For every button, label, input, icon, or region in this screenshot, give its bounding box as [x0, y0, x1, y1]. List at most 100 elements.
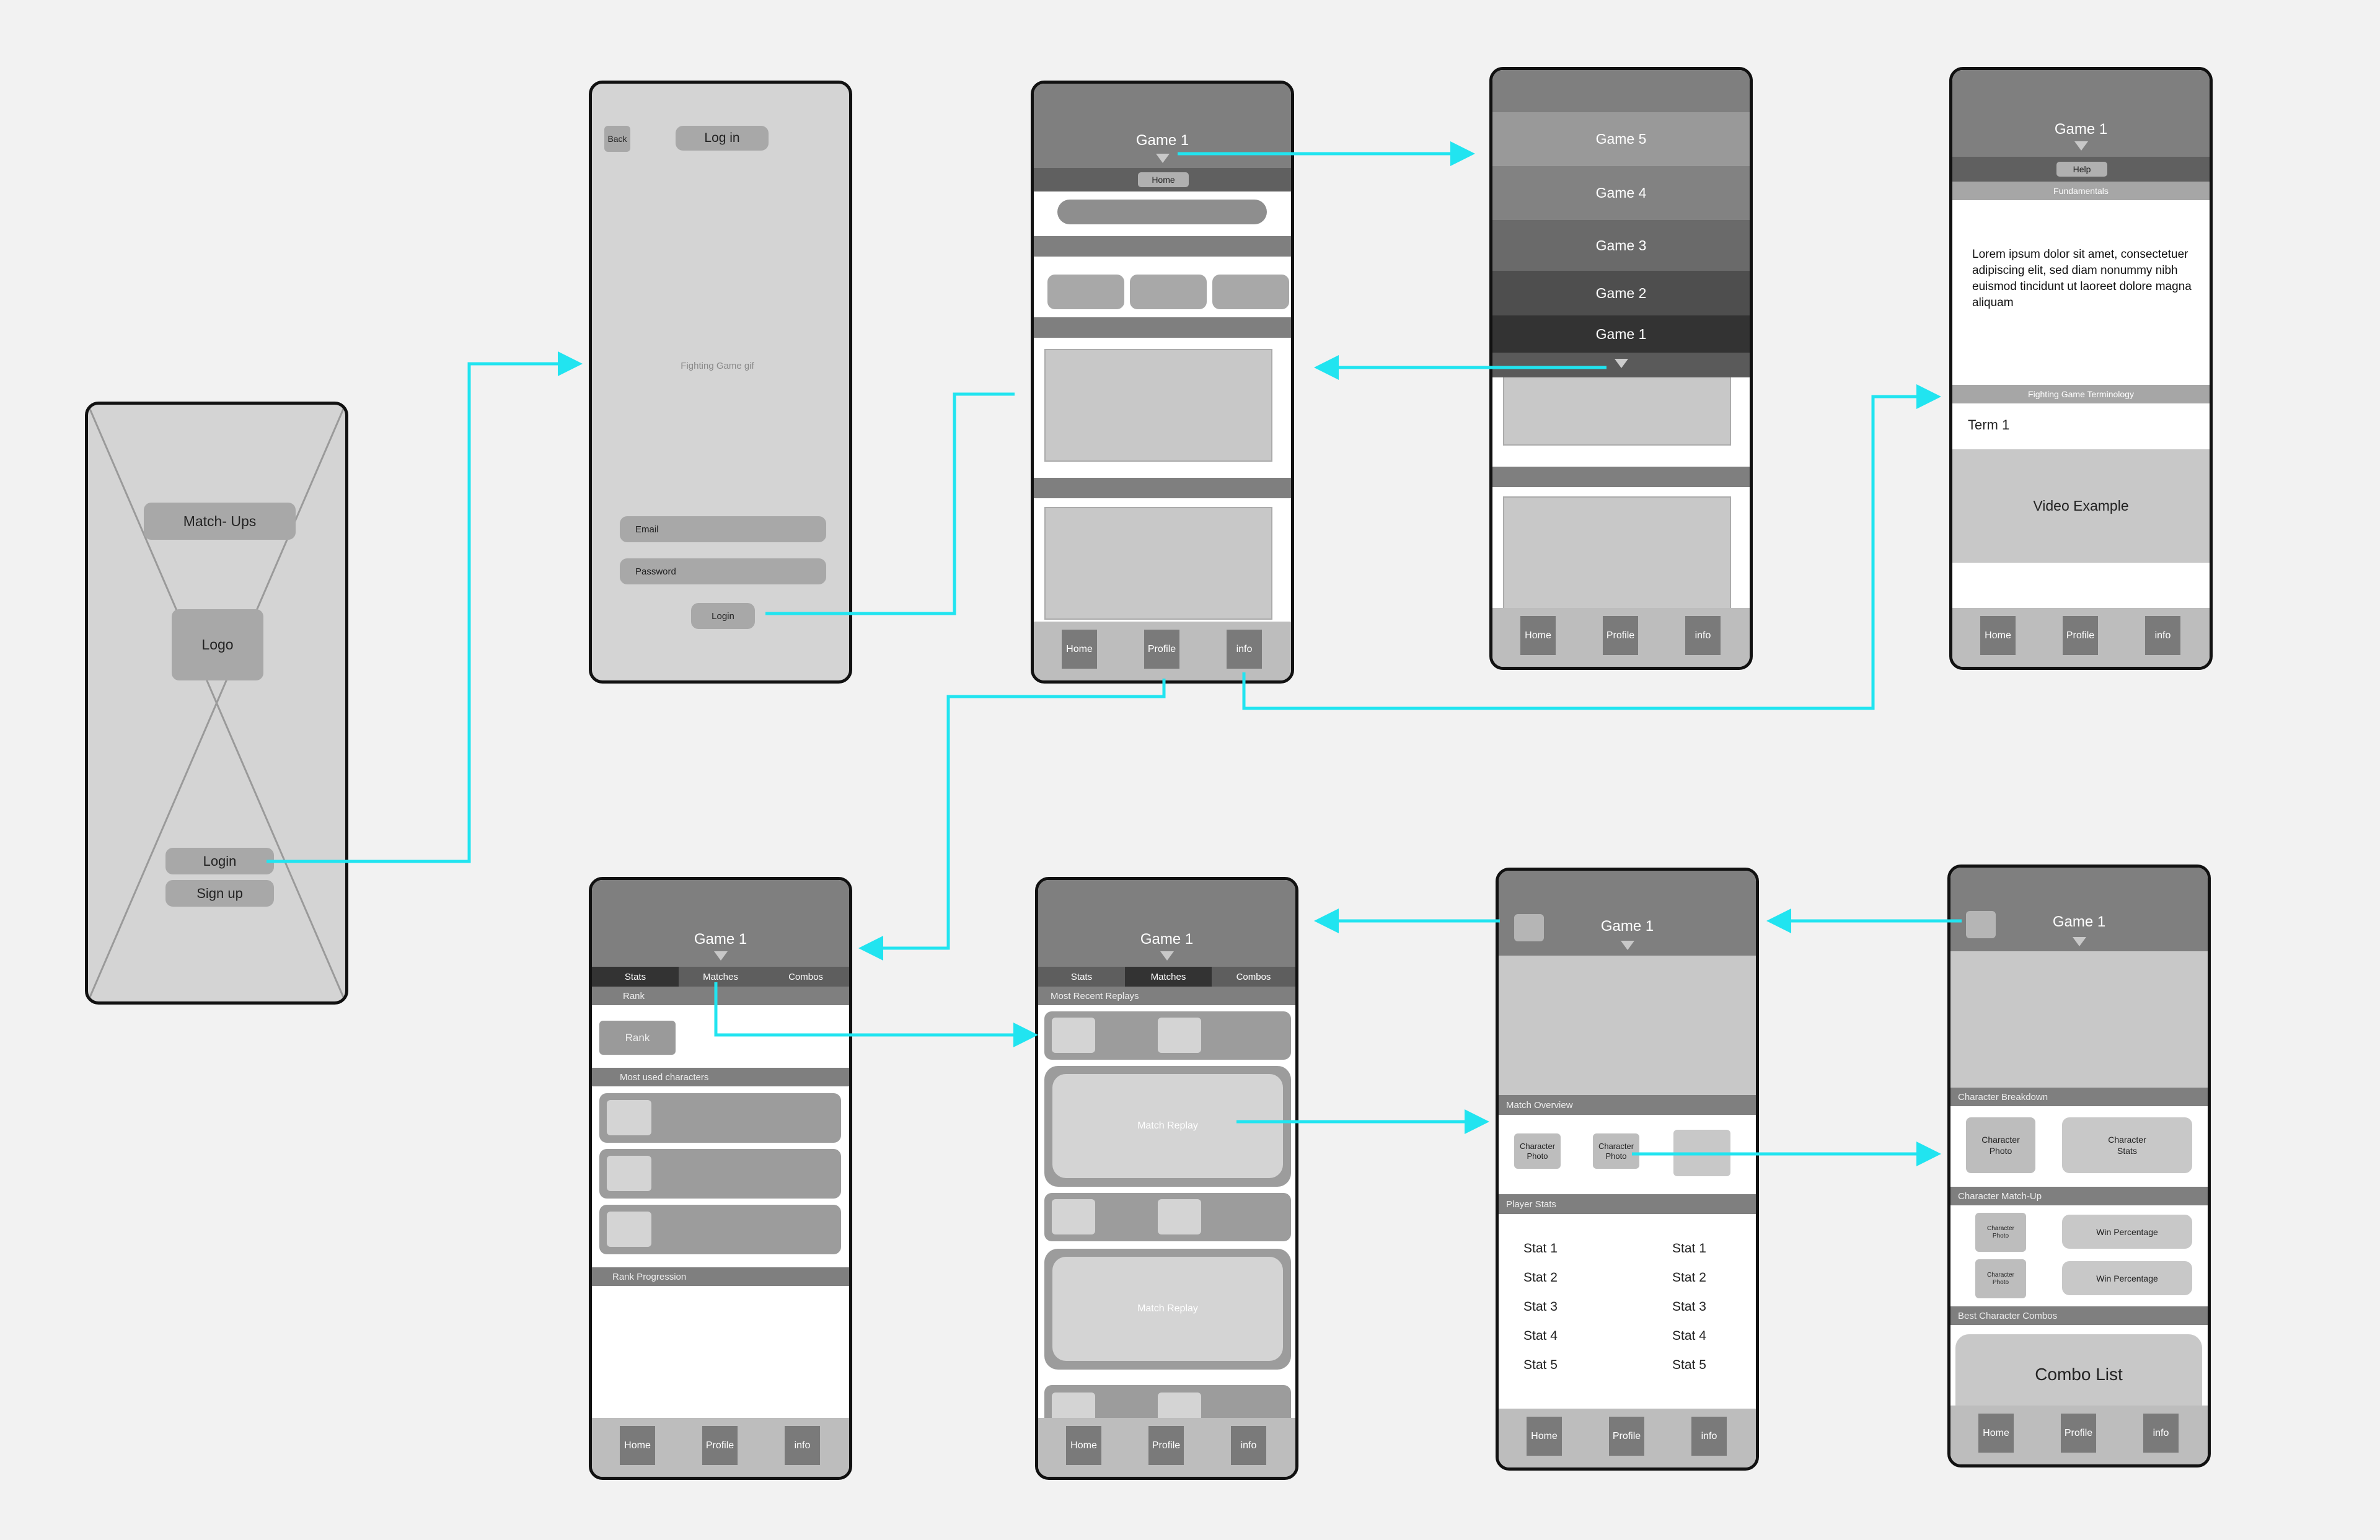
match-replay-video[interactable]: Match Replay	[1052, 1257, 1283, 1361]
matchup-photo-1[interactable]: Character Photo	[1975, 1213, 2026, 1252]
character-photo-2[interactable]: Character Photo	[1593, 1133, 1639, 1169]
matchups-title: Match- Ups	[144, 503, 296, 540]
game-option-1[interactable]: Game 1	[1492, 315, 1750, 353]
tab-matches[interactable]: Matches	[679, 967, 762, 987]
combo-list[interactable]: Combo List	[1955, 1334, 2202, 1415]
nav-info-button[interactable]: info	[785, 1426, 820, 1465]
character-photo-3[interactable]	[1673, 1130, 1730, 1176]
combos-bar: Best Character Combos	[1950, 1306, 2208, 1325]
nav-info-button[interactable]: info	[1691, 1417, 1727, 1456]
nav-info-button[interactable]: info	[2143, 1414, 2179, 1453]
match-row[interactable]	[1044, 1193, 1291, 1241]
nav-home-button[interactable]: Home	[1527, 1417, 1562, 1456]
nav-home-button[interactable]: Home	[1062, 630, 1097, 669]
login-submit-button[interactable]: Login	[691, 603, 755, 629]
game-title[interactable]: Game 1	[2052, 913, 2106, 930]
nav-info-button[interactable]: info	[1685, 616, 1721, 655]
game-title[interactable]: Game 1	[1140, 931, 1194, 948]
nav-home-button[interactable]: Home	[1980, 616, 2016, 655]
game-option-2[interactable]: Game 2	[1492, 271, 1750, 315]
section-divider	[1034, 236, 1291, 257]
tab-combos[interactable]: Combos	[762, 967, 849, 987]
tab-stats[interactable]: Stats	[1038, 967, 1125, 987]
nav-profile-button[interactable]: Profile	[1609, 1417, 1644, 1456]
game-title[interactable]: Game 1	[1600, 918, 1654, 935]
nav-info-button[interactable]: info	[1231, 1426, 1266, 1465]
back-button[interactable]: Back	[604, 126, 630, 152]
email-field[interactable]: Email	[620, 516, 826, 542]
nav-profile-button[interactable]: Profile	[2063, 616, 2098, 655]
character-photo[interactable]: Character Photo	[1966, 1117, 2035, 1173]
dropdown-icon[interactable]	[1156, 154, 1170, 163]
tab-combos[interactable]: Combos	[1212, 967, 1295, 987]
player-thumb	[1052, 1199, 1095, 1234]
stat-right-4: Stat 4	[1672, 1329, 1706, 1343]
character-photo-1[interactable]: Character Photo	[1514, 1133, 1561, 1169]
character-thumb	[607, 1100, 651, 1135]
replay-card[interactable]: Match Replay	[1044, 1066, 1291, 1187]
match-replay-video[interactable]: Match Replay	[1052, 1074, 1283, 1178]
tab-matches[interactable]: Matches	[1125, 967, 1212, 987]
back-button[interactable]	[1514, 914, 1544, 941]
match-row[interactable]	[1044, 1011, 1291, 1060]
game-title[interactable]: Game 1	[694, 931, 747, 948]
game-option-4[interactable]: Game 4	[1492, 166, 1750, 220]
help-tab[interactable]: Help	[2056, 162, 2107, 177]
game-option-3[interactable]: Game 3	[1492, 220, 1750, 271]
nav-home-button[interactable]: Home	[620, 1426, 655, 1465]
nav-profile-button[interactable]: Profile	[1144, 630, 1179, 669]
login-screen: Back Log in Fighting Game gif Email Pass…	[589, 81, 852, 684]
character-thumb	[607, 1212, 651, 1247]
home-tab[interactable]: Home	[1138, 172, 1189, 187]
dropdown-icon[interactable]	[714, 951, 728, 961]
video-example[interactable]: Video Example	[1952, 449, 2210, 563]
dropdown-icon[interactable]	[1615, 359, 1628, 368]
dropdown-icon[interactable]	[1160, 951, 1174, 961]
character-row[interactable]	[599, 1205, 841, 1254]
content-card[interactable]	[1044, 349, 1272, 462]
password-field[interactable]: Password	[620, 558, 826, 584]
dropdown-icon[interactable]	[2073, 937, 2086, 946]
nav-profile-button[interactable]: Profile	[2061, 1414, 2096, 1453]
replay-card[interactable]: Match Replay	[1044, 1249, 1291, 1370]
game-title[interactable]: Game 1	[2054, 121, 2108, 138]
character-thumb	[607, 1156, 651, 1191]
nav-home-button[interactable]: Home	[1978, 1414, 2014, 1453]
nav-profile-button[interactable]: Profile	[1603, 616, 1638, 655]
category-button-2[interactable]	[1130, 275, 1207, 309]
player-thumb	[1158, 1199, 1201, 1234]
stat-left-4: Stat 4	[1523, 1329, 1558, 1343]
category-button-1[interactable]	[1047, 275, 1124, 309]
back-button[interactable]	[1966, 911, 1996, 938]
signup-button[interactable]: Sign up	[165, 880, 274, 907]
content-card[interactable]	[1503, 377, 1731, 446]
tab-stats[interactable]: Stats	[592, 967, 679, 987]
rank-button[interactable]: Rank	[599, 1021, 676, 1055]
select-top	[1492, 70, 1750, 112]
category-button-3[interactable]	[1212, 275, 1289, 309]
character-stats[interactable]: Character Stats	[2062, 1117, 2192, 1173]
character-row[interactable]	[599, 1149, 841, 1199]
character-row[interactable]	[599, 1093, 841, 1143]
dropdown-icon[interactable]	[1621, 941, 1634, 950]
character-video[interactable]	[1950, 951, 2208, 1088]
content-card[interactable]	[1503, 496, 1731, 611]
home-screen: Game 1 Home Home Profile info	[1031, 81, 1294, 684]
search-bar[interactable]	[1057, 200, 1267, 224]
content-card[interactable]	[1044, 507, 1272, 620]
game-option-5[interactable]: Game 5	[1492, 112, 1750, 166]
login-button[interactable]: Login	[165, 848, 274, 874]
nav-home-button[interactable]: Home	[1066, 1426, 1101, 1465]
nav-info-button[interactable]: info	[1227, 630, 1262, 669]
match-video[interactable]	[1499, 956, 1756, 1095]
nav-home-button[interactable]: Home	[1520, 616, 1556, 655]
dropdown-icon[interactable]	[2074, 141, 2088, 151]
matches-screen: Game 1 Stats Matches Combos Most Recent …	[1035, 877, 1298, 1480]
game-select-screen: Game 5 Game 4 Game 3 Game 2 Game 1 Home …	[1489, 67, 1753, 670]
matchup-photo-2[interactable]: Character Photo	[1975, 1259, 2026, 1298]
nav-profile-button[interactable]: Profile	[702, 1426, 738, 1465]
nav-info-button[interactable]: info	[2145, 616, 2180, 655]
game-title[interactable]: Game 1	[1135, 132, 1189, 149]
nav-profile-button[interactable]: Profile	[1148, 1426, 1184, 1465]
stat-right-5: Stat 5	[1672, 1358, 1706, 1372]
